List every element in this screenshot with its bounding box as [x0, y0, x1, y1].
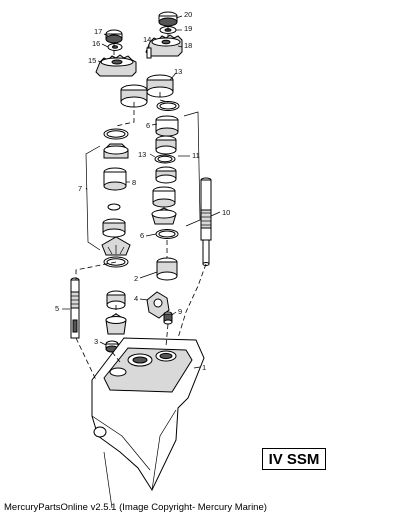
callout-7: 7: [78, 184, 82, 193]
callout-3: 3: [94, 337, 98, 346]
part-11-bevel-gear[interactable]: [151, 207, 177, 225]
part-8-bearing[interactable]: [103, 167, 127, 191]
copyright-footer: MercuryPartsOnline v2.5.1 (Image Copyrig…: [4, 502, 267, 513]
part-5-propeller-shaft[interactable]: [70, 277, 80, 339]
callout-10: 10: [222, 208, 230, 217]
callout-17: 17: [94, 27, 102, 36]
callout-16: 16: [92, 39, 100, 48]
callout-4: 4: [134, 294, 138, 303]
part-15-pinion-gear[interactable]: [95, 54, 137, 77]
callout-1: 1: [202, 363, 206, 372]
model-badge: IV SSM: [262, 448, 326, 470]
part-18-pinion-gear[interactable]: [145, 34, 183, 57]
part-12-oring[interactable]: [154, 154, 176, 164]
part-4-gear[interactable]: [105, 291, 170, 353]
callout-2: 2: [134, 274, 138, 283]
part-11-collar[interactable]: [155, 166, 177, 184]
part-16-washer[interactable]: [107, 43, 123, 51]
callout-6-upper: 6: [146, 121, 150, 130]
part-20-nut[interactable]: [158, 11, 178, 27]
callout-5: 5: [55, 304, 59, 313]
callout-18: 18: [184, 41, 192, 50]
callout-15: 15: [88, 56, 96, 65]
part-7-spacer[interactable]: [102, 203, 126, 238]
part-11-bearing-lower[interactable]: [152, 186, 176, 208]
callout-6-lower: 6: [140, 231, 144, 240]
part-17-nut[interactable]: [105, 29, 123, 44]
part-14-key[interactable]: [146, 47, 152, 59]
part-7-upper-gear[interactable]: [103, 143, 129, 159]
callout-19: 19: [184, 24, 192, 33]
part-6-oring-lower-right[interactable]: [155, 229, 179, 239]
part-11-bearing-upper[interactable]: [155, 115, 179, 137]
part-6-oring-upper[interactable]: [103, 128, 129, 140]
callout-9: 9: [178, 307, 182, 316]
part-2-bearing[interactable]: [106, 257, 178, 310]
callout-8: 8: [132, 178, 136, 187]
part-1-gear-housing[interactable]: [91, 337, 205, 509]
part-7-bevel-gear[interactable]: [101, 236, 131, 256]
part-11-bearing-mid[interactable]: [155, 135, 177, 155]
callout-20: 20: [184, 10, 192, 19]
callout-12: 13: [138, 150, 146, 159]
part-11-oring-top[interactable]: [156, 101, 180, 111]
part-10-drive-shaft[interactable]: [200, 177, 212, 266]
part-9-bushing[interactable]: [163, 311, 173, 325]
callout-11: 11: [192, 151, 200, 160]
callout-14: 14: [143, 35, 151, 44]
callout-13: 13: [174, 67, 182, 76]
